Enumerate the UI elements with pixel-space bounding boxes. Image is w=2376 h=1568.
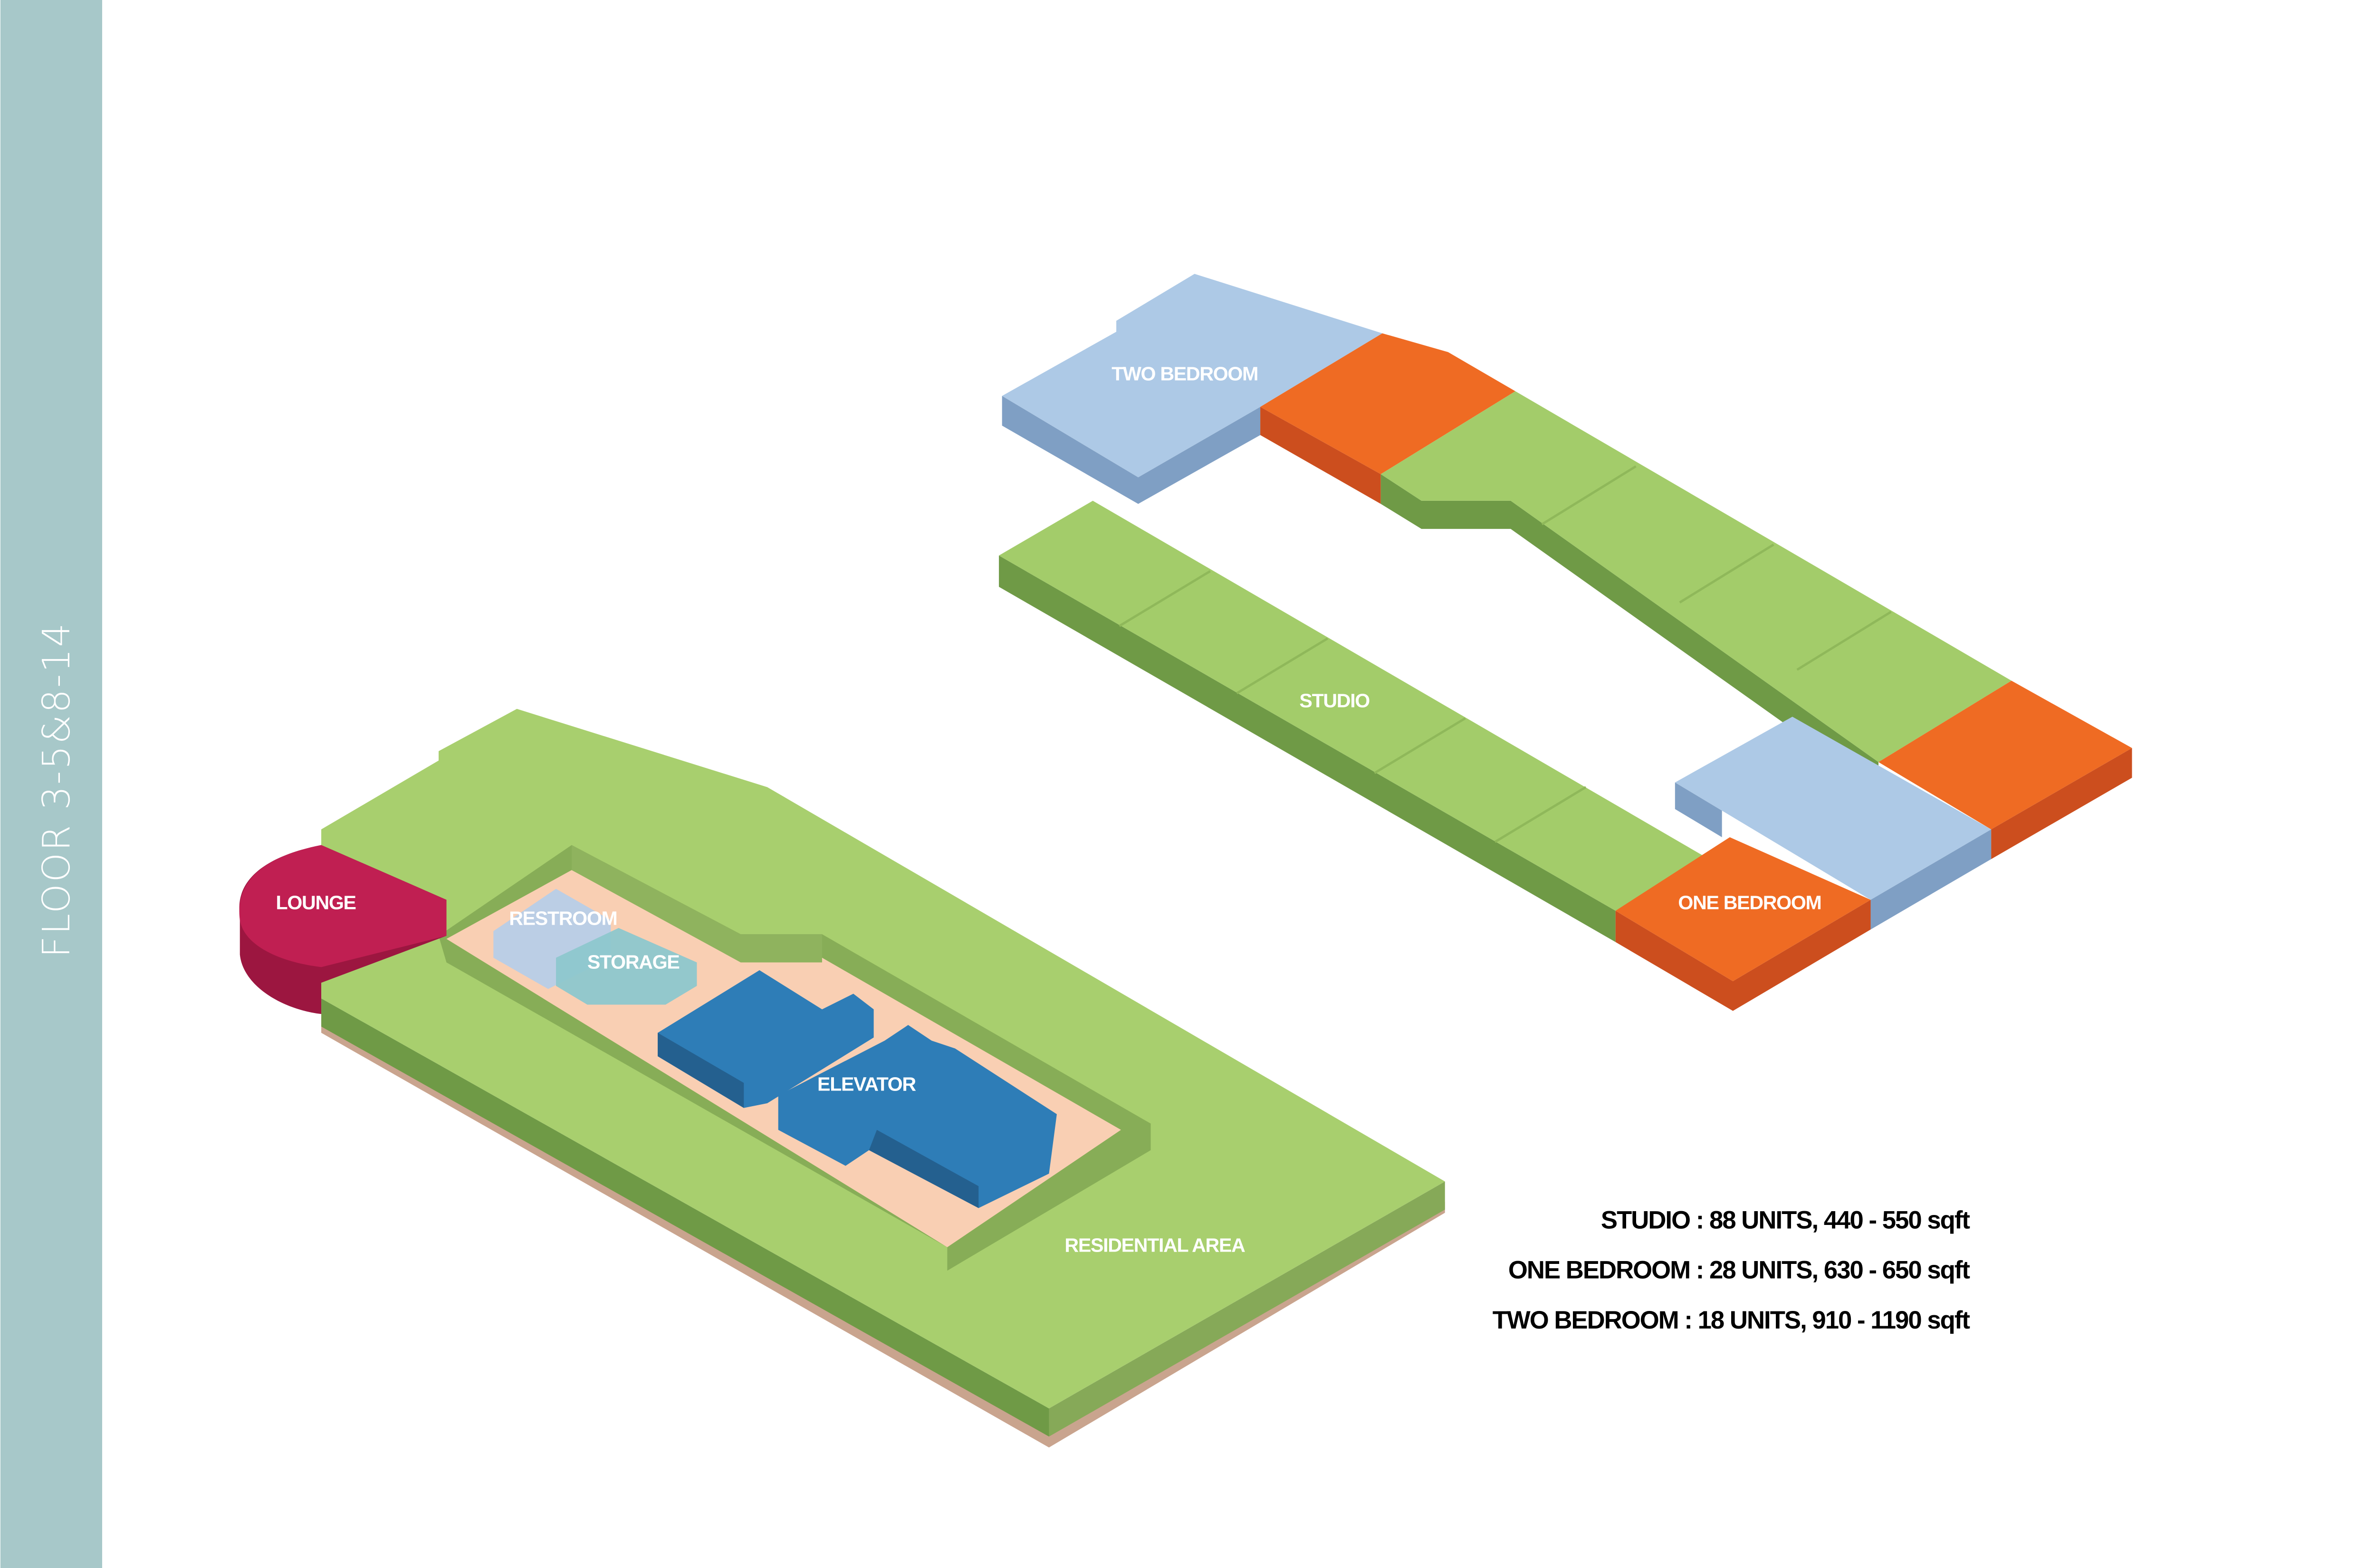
two-bedroom-unit-2[interactable]: [1675, 717, 1992, 900]
one-bedroom-unit-right-side: [1991, 748, 2132, 860]
storage[interactable]: [556, 927, 697, 1005]
unit-legend: STUDIO : 88 UNITS, 440 - 550 sqft ONE BE…: [1493, 1206, 1971, 1334]
studio-row-upper-side: [1380, 474, 1878, 791]
two-bedroom-unit[interactable]: [1002, 274, 1382, 478]
studio-row-upper[interactable]: [1380, 391, 2012, 762]
one-bedroom-unit-top[interactable]: [1260, 333, 1515, 474]
residential-area-label: RESIDENTIAL AREA: [1064, 1234, 1245, 1256]
studio-row-lower-side: [999, 555, 1616, 942]
studio-row-lower[interactable]: [999, 500, 1706, 911]
two-bedroom-unit-side: [1002, 396, 1261, 504]
legend-one-bedroom: ONE BEDROOM : 28 UNITS, 630 - 650 sqft: [1508, 1256, 1970, 1284]
storage-label: STORAGE: [587, 951, 680, 973]
two-bedroom-unit-2-left: [1675, 782, 1722, 837]
residential-side-right: [1049, 1181, 1445, 1437]
floor-title: FLOOR 3-5&8-14: [35, 621, 78, 957]
studio-label: STUDIO: [1299, 690, 1370, 712]
studio-dividers-lower: [1119, 570, 1587, 843]
two-bedroom-unit-2-side: [1870, 829, 1992, 930]
inner-wall-shadow: [571, 845, 822, 963]
elevator-block-2-side: [869, 1129, 979, 1208]
one-bedroom-unit[interactable]: [1615, 837, 1871, 981]
one-bedroom-unit-top-side: [1260, 407, 1381, 504]
lounge-top[interactable]: [239, 845, 447, 967]
elevator-label: ELEVATOR: [817, 1073, 916, 1095]
legend-studio: STUDIO : 88 UNITS, 440 - 550 sqft: [1601, 1206, 1970, 1234]
left-building: LOUNGE RESTROOM STORAGE ELEVATOR RESIDEN…: [239, 708, 1445, 1448]
one-bedroom-unit-side: [1615, 899, 1871, 1011]
residential-side-front: [321, 998, 1049, 1437]
elevator-block-1-side: [658, 1033, 744, 1108]
legend-two-bedroom: TWO BEDROOM : 18 UNITS, 910 - 1190 sqft: [1493, 1306, 1970, 1334]
elevator-block-2[interactable]: [778, 1025, 1057, 1208]
sidebar-band: [0, 0, 102, 1568]
right-building: TWO BEDROOM STUDIO ONE BEDRO: [999, 274, 2132, 1011]
lounge-label: LOUNGE: [276, 891, 356, 913]
one-bedroom-unit-right[interactable]: [1878, 680, 2132, 830]
two-bedroom-label: TWO BEDROOM: [1111, 363, 1258, 384]
one-bedroom-label: ONE BEDROOM: [1678, 891, 1821, 913]
restroom-label: RESTROOM: [509, 907, 617, 929]
studio-dividers-upper: [1541, 465, 1892, 671]
